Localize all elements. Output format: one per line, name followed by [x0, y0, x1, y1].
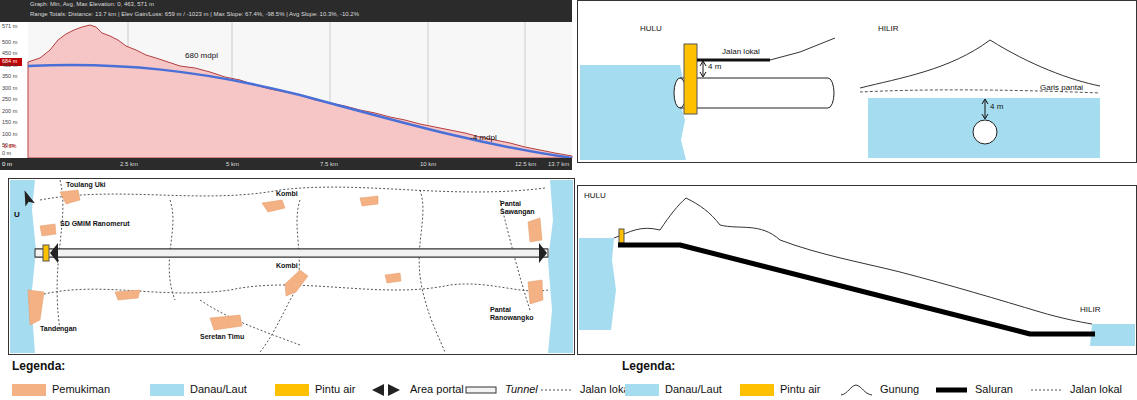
label: Legenda:: [622, 360, 675, 373]
legend-text: Area portal: [410, 383, 464, 395]
legend-text: Danau/Laut: [190, 383, 247, 395]
label: HILIR: [1080, 306, 1100, 315]
label: HULU: [584, 192, 606, 201]
label: 100 m: [2, 131, 17, 137]
legend-sample: [1030, 384, 1064, 396]
label: Kombi: [276, 262, 298, 270]
label: 5 km: [226, 161, 239, 168]
label: U: [14, 211, 20, 220]
label: 250 m: [2, 96, 17, 102]
legend-text: Gunung: [880, 383, 919, 395]
label: Range Totals: Distance: 13.7 km | Elev G…: [30, 11, 359, 18]
legend-swatch: [150, 384, 184, 396]
label: Seretan Timu: [200, 333, 244, 341]
legend-text: Pintu air: [780, 383, 820, 395]
label: Jalan lokal: [722, 48, 760, 57]
legend-swatch: [12, 384, 46, 396]
legend-text: Pemukiman: [52, 383, 110, 395]
label: Legenda:: [12, 360, 65, 373]
label: HULU: [640, 25, 662, 34]
legend-sample: [370, 384, 404, 396]
label: 450 m: [2, 50, 17, 56]
label: 300 m: [2, 85, 17, 91]
label: 200 m: [2, 108, 17, 114]
legend-text: Jalan lokal: [1070, 383, 1122, 395]
label: 7.5 km: [320, 161, 338, 168]
label: 680 mdpl: [185, 52, 218, 61]
legend-sample: [540, 384, 574, 396]
legend-text: Tunnel: [505, 383, 538, 395]
label: Pantai Sawangan: [500, 200, 548, 215]
label: HILIR: [878, 25, 898, 34]
label: Graph: Min, Avg, Max Elevation: 0, 463, …: [30, 1, 154, 8]
legend-swatch: [740, 384, 774, 396]
label: -0.6%: [2, 143, 16, 149]
label: 0 m: [2, 161, 12, 168]
label: SD GMIM Ranomerut: [60, 220, 130, 228]
legend-text: Pintu air: [315, 383, 355, 395]
legend-text: Danau/Laut: [665, 383, 722, 395]
label: 150 m: [2, 119, 17, 125]
label: 12.5 km: [515, 161, 536, 168]
label: Kombi: [276, 190, 298, 198]
label: 571 m: [2, 23, 17, 29]
legend-sample: [935, 384, 969, 396]
label: 500 m: [2, 39, 17, 45]
label: Pantai Ranowangko: [490, 306, 546, 321]
label: Toulang Uki: [66, 181, 106, 189]
label: -4 mdpl: [470, 134, 497, 143]
label: 4 m: [708, 63, 721, 72]
legend-swatch: [625, 384, 659, 396]
label: Tandengan: [40, 325, 77, 333]
label: 13.7 km: [548, 161, 569, 168]
label: 2.5 km: [120, 161, 138, 168]
legend-sample: [840, 384, 874, 396]
label: Garis pantai: [1040, 84, 1083, 93]
label: 10 km: [420, 161, 436, 168]
legend-sample: [465, 384, 499, 396]
label: 4 m: [990, 103, 1003, 112]
legend-text: Saluran: [975, 383, 1013, 395]
label: 0 m: [2, 150, 11, 156]
label: 350 m: [2, 73, 17, 79]
legend-swatch: [275, 384, 309, 396]
label: 684 m: [2, 58, 17, 64]
